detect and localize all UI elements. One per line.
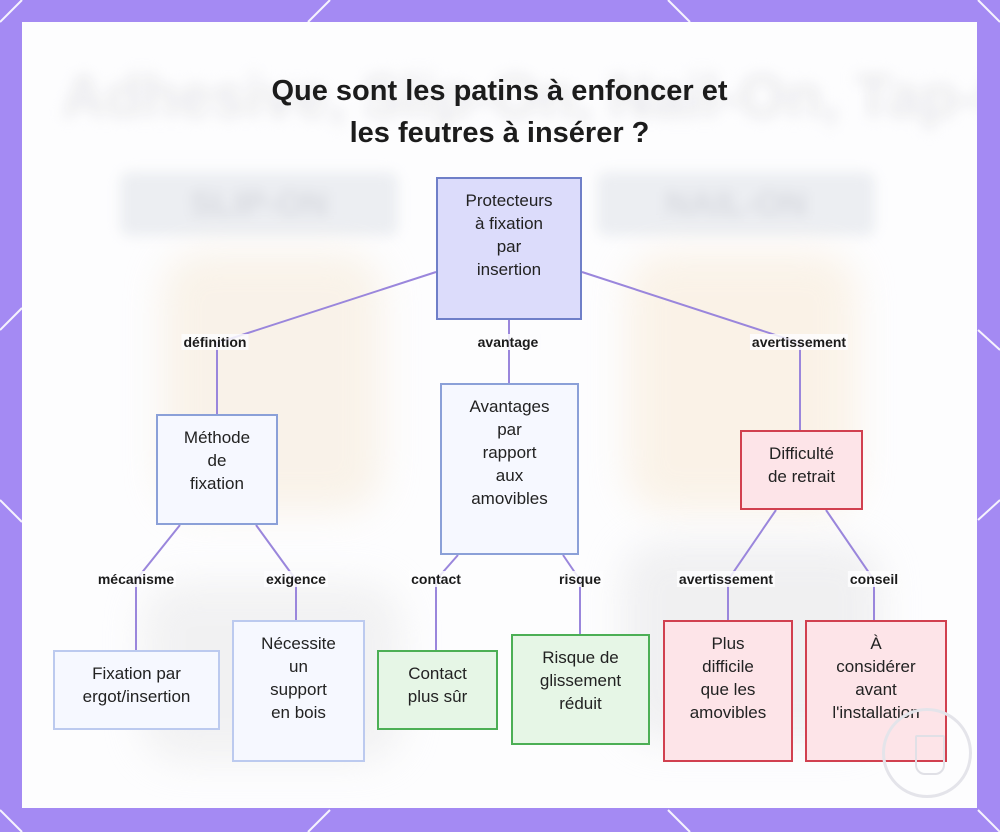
edge-label-mecanisme: mécanisme [95,571,177,587]
ghost-button-left-label: SLIP-ON [190,185,328,223]
node-harder: Plus difficile que les amovibles [663,620,793,762]
node-advantages-line: amovibles [471,489,548,508]
node-contact-line: plus sûr [407,687,468,706]
node-fixation-line: ergot/insertion [82,687,191,706]
edge-difficulty-harder [727,509,777,620]
node-support-line: support [270,680,327,699]
node-slip-line: glissement [539,671,622,690]
edge-root-difficulty [581,271,801,430]
node-root: Protecteurs à fixation par insertion [436,177,582,320]
node-method-line: fixation [190,474,244,493]
node-harder-line: difficile [702,657,754,676]
node-support-line: en bois [271,703,326,722]
edge-label-definition: définition [181,334,249,350]
edge-label-avantage: avantage [475,334,541,350]
node-support-line: un [289,657,308,676]
node-fixation: Fixation par ergot/insertion [53,650,220,730]
ghost-button-right-label: NAIL-ON [665,185,807,223]
node-contact: Contact plus sûr [377,650,498,730]
node-consider-line: À [870,634,882,653]
node-harder-line: que les [700,680,756,699]
node-contact-line: Contact [408,664,467,683]
node-method-line: Méthode [183,428,251,447]
node-support: Nécessite un support en bois [232,620,365,762]
edge-label-contact: contact [409,571,463,587]
node-fixation-line: Fixation par [92,664,181,683]
node-difficulty-line: de retrait [767,467,836,486]
node-root-line: insertion [476,260,542,279]
title-line-2: les feutres à insérer ? [349,117,650,149]
edge-advantages-contact [435,554,459,650]
node-advantages: Avantages par rapport aux amovibles [440,383,579,555]
node-root-line: Protecteurs [465,191,553,210]
edge-label-conseil: conseil [847,571,901,587]
node-advantages-line: aux [495,466,524,485]
node-consider-line: avant [855,680,897,699]
node-harder-line: amovibles [689,703,767,722]
ghost-button-left: SLIP-ON [120,172,398,236]
node-support-line: Nécessite [261,634,336,653]
node-slip: Risque de glissement réduit [511,634,650,745]
edge-label-risque: risque [556,571,604,587]
node-difficulty: Difficulté de retrait [740,430,863,510]
edge-difficulty-consider [825,509,875,620]
edge-root-method [216,271,437,414]
node-harder-line: Plus [711,634,745,653]
node-consider-line: considérer [836,657,916,676]
node-advantages-line: rapport [482,443,537,462]
edge-label-exigence: exigence [264,571,328,587]
watermark-badge [882,708,972,798]
node-method: Méthode de fixation [156,414,278,525]
cup-icon [915,735,945,775]
node-slip-line: réduit [559,694,602,713]
node-root-line: à fixation [474,214,544,233]
edge-advantages-slip [562,554,581,634]
ghost-heading: Adhesive, Slip-On, Nail-On, Tap-On [62,63,977,130]
edge-method-fixation [135,524,181,650]
page-title: Que sont les patins à enfoncer et les fe… [22,70,977,154]
node-method-line: de [207,451,227,470]
node-root-line: par [496,237,522,256]
node-advantages-line: Avantages [469,397,550,416]
node-slip-line: Risque de [542,648,619,667]
edge-label-avertissement-top: avertissement [749,334,849,350]
ghost-button-right: NAIL-ON [597,172,875,236]
node-difficulty-line: Difficulté [769,444,834,463]
edge-label-avertissement-bottom: avertissement [676,571,776,587]
title-line-1: Que sont les patins à enfoncer et [271,75,728,107]
node-advantages-line: par [497,420,522,439]
